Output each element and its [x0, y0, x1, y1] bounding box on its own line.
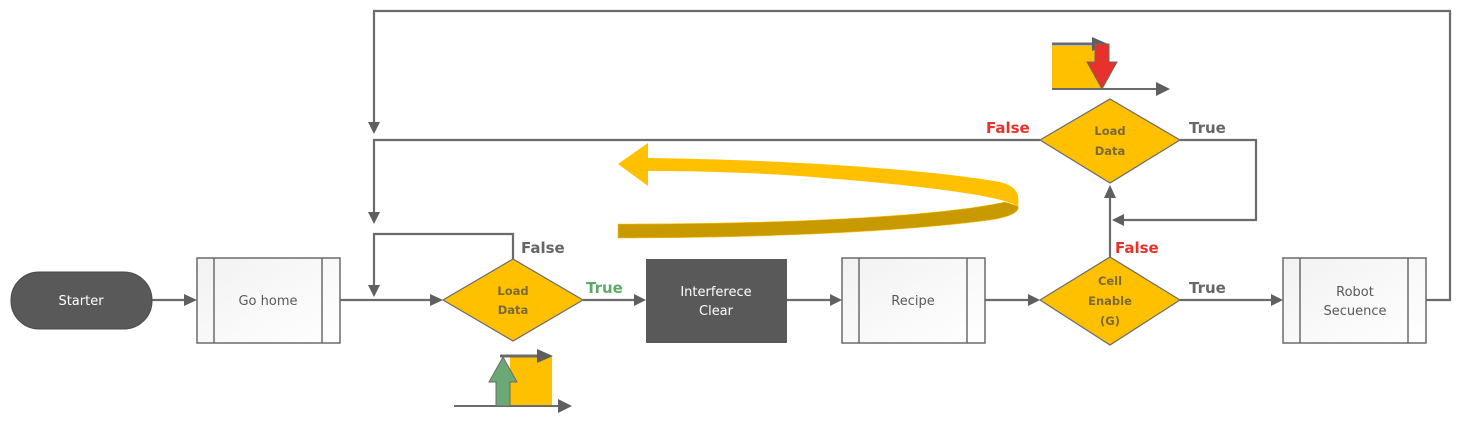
robot-sequence-line2: Secuence — [1323, 304, 1386, 319]
load-data-decision-1[interactable]: Load Data — [441, 258, 585, 342]
load-data-2-true-label: True — [1189, 119, 1226, 137]
loop-back-arrow-icon — [617, 143, 1019, 239]
cell-enable-line3: (G) — [1100, 314, 1120, 328]
connector-cellenable-false — [1104, 185, 1116, 260]
falling-edge-icon — [1052, 37, 1170, 96]
connector-loaddata-false-loop — [368, 232, 515, 297]
load-data-1-true-label: True — [586, 279, 623, 297]
load-data-decision-2[interactable]: Load Data — [1038, 98, 1182, 184]
load-data-1-false-label: False — [521, 239, 565, 257]
connector-starter-gohome — [152, 294, 197, 306]
load-data-2-false-label: False — [986, 119, 1030, 137]
cell-enable-line2: Enable — [1088, 294, 1132, 308]
cell-enable-true-label: True — [1189, 279, 1226, 297]
robot-sequence-line1: Robot — [1336, 285, 1374, 300]
load-data-1-line1: Load — [497, 284, 528, 298]
recipe-node[interactable]: Recipe — [841, 257, 986, 344]
connector-loaddata-true — [583, 294, 646, 306]
load-data-1-line2: Data — [498, 303, 529, 317]
load-data-2-line2: Data — [1095, 144, 1126, 158]
connector-recipe-cellenable — [985, 294, 1040, 306]
go-home-node[interactable]: Go home — [196, 257, 341, 344]
connector-gohome-loaddata — [340, 294, 443, 306]
interference-clear-node[interactable]: Interferece Clear — [646, 259, 787, 343]
connector-robot-return — [368, 9, 1452, 302]
interference-clear-line1: Interferece — [680, 285, 751, 300]
load-data-2-line1: Load — [1094, 124, 1125, 138]
recipe-label: Recipe — [891, 294, 934, 309]
robot-sequence-node[interactable]: Robot Secuence — [1282, 257, 1427, 344]
starter-node[interactable]: Starter — [10, 271, 153, 330]
connector-interference-recipe — [787, 294, 842, 306]
interference-clear-line2: Clear — [699, 304, 734, 319]
cell-enable-line1: Cell — [1098, 274, 1122, 288]
starter-label: Starter — [58, 294, 104, 309]
go-home-label: Go home — [238, 294, 297, 309]
rising-edge-icon — [454, 349, 572, 413]
cell-enable-decision[interactable]: Cell Enable (G) — [1038, 256, 1182, 346]
connector-cellenable-true — [1180, 294, 1283, 306]
cell-enable-false-label: False — [1115, 239, 1159, 257]
connector-loaddata2-true-loop — [1112, 138, 1258, 226]
connector-loaddata2-false — [368, 138, 1040, 224]
